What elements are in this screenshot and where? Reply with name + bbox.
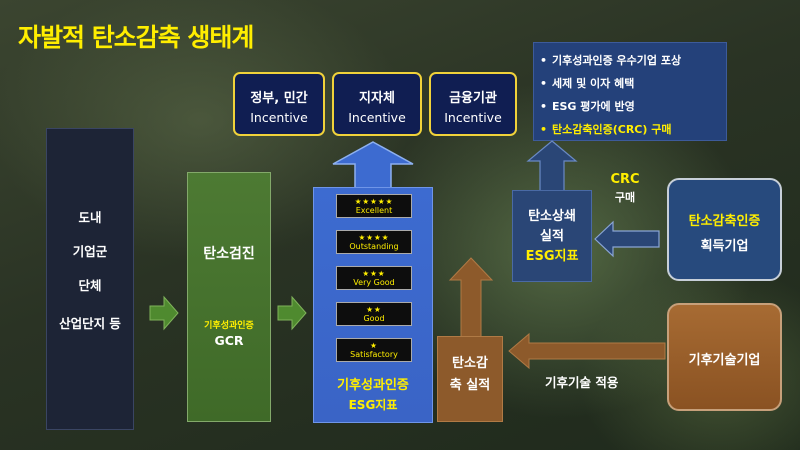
flow-arrow-up-icon bbox=[448, 257, 494, 339]
entity-line: 단체 bbox=[78, 278, 102, 293]
benefit-item: •ESG 평가에 반영 bbox=[540, 100, 635, 113]
flow-arrow-left-icon bbox=[594, 220, 660, 258]
carbon-checkup-box: 탄소검진 기후성과인증 GCR bbox=[187, 172, 271, 422]
climate-tech-company-box: 기후기술기업 bbox=[667, 303, 782, 411]
flow-arrow-up-icon bbox=[332, 141, 414, 189]
star-icon: ★★ bbox=[366, 305, 382, 314]
star-icon: ★★★★★ bbox=[354, 197, 394, 206]
incentive-box-financial: 금융기관 Incentive bbox=[429, 72, 517, 136]
reduction-line: 탄소감 bbox=[452, 356, 488, 371]
rating-level: ★★ Good bbox=[336, 302, 412, 326]
incentive-provider: 정부, 민간 bbox=[250, 91, 308, 106]
crc-code: CRC bbox=[610, 172, 640, 187]
offset-esg: ESG지표 bbox=[525, 249, 579, 264]
benefit-item: •기후성과인증 우수기업 포상 bbox=[540, 54, 682, 67]
page-title: 자발적 탄소감축 생태계 bbox=[18, 23, 254, 52]
incentive-label: Incentive bbox=[250, 110, 308, 125]
flow-arrow-left-icon bbox=[508, 332, 666, 370]
incentive-box-government: 정부, 민간 Incentive bbox=[233, 72, 325, 136]
incentive-label: Incentive bbox=[348, 110, 406, 125]
incentive-provider: 금융기관 bbox=[449, 91, 497, 106]
gcr-subtitle: 기후성과인증 bbox=[204, 321, 254, 331]
gcr-code: GCR bbox=[214, 333, 244, 348]
rating-label: Very Good bbox=[353, 278, 395, 287]
rating-label: Satisfactory bbox=[350, 350, 398, 359]
offset-line: 실적 bbox=[540, 229, 564, 244]
gcr-title: 탄소검진 bbox=[203, 246, 255, 262]
climate-performance-rating-box: ★★★★★ Excellent ★★★★ Outstanding ★★★ Ver… bbox=[313, 187, 433, 423]
star-icon: ★★★★ bbox=[358, 233, 390, 242]
rating-label: Good bbox=[363, 314, 385, 323]
reduction-line: 축 실적 bbox=[449, 378, 491, 393]
flow-arrow-right-icon bbox=[277, 295, 307, 331]
tech-company-title: 기후기술기업 bbox=[688, 353, 761, 368]
cert-company-subtitle: 획득기업 bbox=[700, 239, 749, 254]
crc-action: 구매 bbox=[614, 191, 636, 204]
bullet-icon: • bbox=[540, 54, 548, 67]
apply-tech-label: 기후기술 적용 bbox=[545, 375, 619, 390]
rating-label: Excellent bbox=[355, 206, 393, 215]
rating-level: ★ Satisfactory bbox=[336, 338, 412, 362]
star-icon: ★★★ bbox=[362, 269, 386, 278]
entity-line: 도내 bbox=[78, 210, 102, 225]
entity-line: 산업단지 등 bbox=[59, 316, 121, 331]
rating-level: ★★★ Very Good bbox=[336, 266, 412, 290]
rating-level: ★★★★★ Excellent bbox=[336, 194, 412, 218]
certified-company-box: 탄소감축인증 획득기업 bbox=[667, 178, 782, 281]
offset-line: 탄소상쇄 bbox=[528, 209, 576, 224]
bullet-icon: • bbox=[540, 77, 548, 90]
rating-level: ★★★★ Outstanding bbox=[336, 230, 412, 254]
benefit-item-highlight: •탄소감축인증(CRC) 구매 bbox=[540, 123, 672, 136]
incentive-provider: 지자체 bbox=[359, 91, 395, 106]
carbon-reduction-box: 탄소감 축 실적 bbox=[437, 336, 503, 422]
bullet-icon: • bbox=[540, 123, 548, 136]
bullet-icon: • bbox=[540, 100, 548, 113]
rating-title: 기후성과인증 bbox=[337, 378, 409, 393]
incentive-box-local-government: 지자체 Incentive bbox=[332, 72, 422, 136]
entity-line: 기업군 bbox=[72, 244, 108, 259]
flow-arrow-right-icon bbox=[149, 295, 179, 331]
benefits-list: •기후성과인증 우수기업 포상 •세제 및 이자 혜택 •ESG 평가에 반영 … bbox=[533, 42, 727, 141]
incentive-label: Incentive bbox=[444, 110, 502, 125]
benefit-item: •세제 및 이자 혜택 bbox=[540, 77, 635, 90]
star-icon: ★ bbox=[370, 341, 378, 350]
rating-label: Outstanding bbox=[349, 242, 399, 251]
cert-company-title: 탄소감축인증 bbox=[688, 214, 761, 229]
participant-entities-box: 도내 기업군 단체 산업단지 등 bbox=[46, 128, 134, 430]
rating-subtitle: ESG지표 bbox=[348, 398, 398, 412]
crc-purchase-label: CRC 구매 bbox=[600, 172, 650, 205]
flow-arrow-up-icon bbox=[526, 140, 578, 192]
carbon-offset-box: 탄소상쇄 실적 ESG지표 bbox=[512, 190, 592, 282]
